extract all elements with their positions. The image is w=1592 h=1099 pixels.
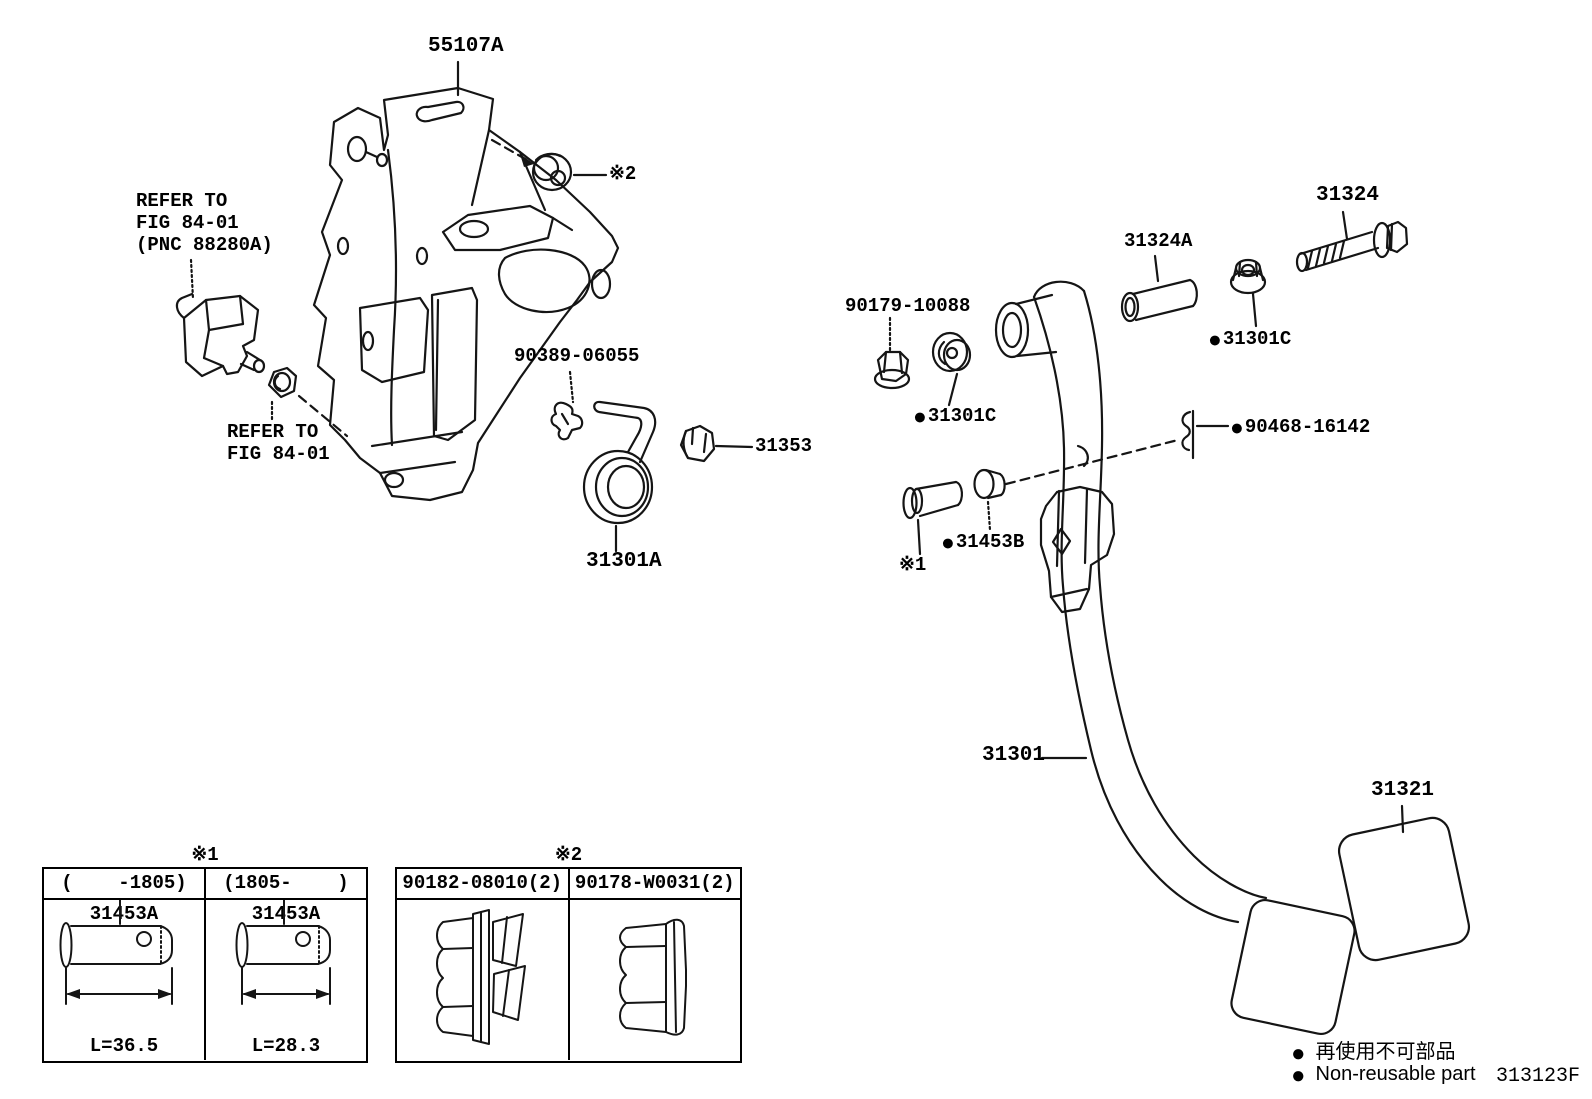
leader-31324: [1341, 210, 1349, 241]
label-31353: 31353: [755, 435, 813, 457]
dashed-pin-axis: [1004, 438, 1180, 486]
switch-drawing: [175, 292, 266, 378]
table-nut-cell-90182: [397, 900, 568, 1060]
legend-jp: ● 再使用不可部品: [1291, 1035, 1456, 1068]
nut-31301c-left-drawing: [931, 331, 972, 373]
label-31324: 31324: [1316, 184, 1380, 207]
lock-nut-washer-drawing: [436, 909, 526, 1045]
label-31324A: 31324A: [1124, 230, 1193, 252]
table-pin: ( -1805) (1805- ) 31453A: [42, 867, 368, 1063]
table-pin-col2-header: (1805- ): [204, 869, 366, 898]
leader-31353: [714, 444, 754, 449]
bolt-drawing: [1295, 220, 1409, 273]
table-pin-title: ※1: [191, 844, 219, 866]
pin-length-early: L=36.5: [89, 1035, 159, 1057]
flange-nut-drawing: [618, 918, 687, 1036]
table-nut-col2-header: 90178-W0031(2): [567, 869, 741, 898]
clevis-pin-drawing: [902, 480, 963, 520]
label-55107A: 55107A: [428, 35, 504, 58]
non-reusable-icon: ●: [913, 405, 927, 431]
nut-refer-drawing: [267, 366, 298, 399]
label-31301C-left: ●31301C: [913, 405, 997, 431]
clip-drawing: [550, 401, 584, 441]
pad-31321-drawing: [1337, 816, 1471, 962]
non-reusable-icon: ●: [1230, 416, 1244, 442]
pedal-drawing: [994, 280, 1356, 1036]
table-nut-title: ※2: [554, 844, 583, 866]
dashed-nut-to-bracket: [297, 394, 349, 438]
nut-31353-drawing: [679, 424, 716, 463]
nut-31301c-right-drawing: [1229, 258, 1267, 295]
bracket-drawing: [312, 86, 620, 502]
clevis-pin-short-drawing: [235, 900, 331, 1005]
nut-90179-drawing: [873, 350, 911, 390]
non-reusable-icon: ●: [1208, 328, 1222, 354]
table-pin-cell-early: 31453A L=36.5: [44, 900, 204, 1060]
label-31453B: ●31453B: [941, 531, 1025, 557]
spring-drawing: [582, 400, 657, 525]
nut-star2-drawing: [531, 152, 573, 192]
leader-31301c-right: [1251, 292, 1258, 328]
label-star1-callout: ※1: [899, 554, 927, 576]
table-pin-cell-late: 31453A L=28.3: [204, 900, 366, 1060]
leader-refer-switch: [189, 258, 195, 301]
label-90179-10088: 90179-10088: [845, 295, 971, 317]
table-nut-header: 90182-08010(2) 90178-W0031(2): [397, 869, 740, 900]
label-refer-nut: REFER TO FIG 84-01: [227, 421, 330, 465]
table-pin-col1-header: ( -1805): [61, 872, 187, 894]
leader-31321: [1400, 804, 1405, 834]
label-90468-16142: ●90468-16142: [1230, 416, 1371, 442]
figure-code: 313123F: [1496, 1065, 1581, 1088]
label-refer-switch: REFER TO FIG 84-01 (PNC 88280A): [136, 190, 273, 256]
pin-length-late: L=28.3: [251, 1035, 321, 1057]
leader-clip: [568, 370, 575, 404]
arrowhead: [520, 154, 534, 167]
label-31301C-right: ●31301C: [1208, 328, 1292, 354]
leader-31453b: [986, 500, 992, 532]
non-reusable-icon: ●: [1291, 1062, 1306, 1089]
leader-star1: [916, 518, 922, 556]
label-31301: 31301: [982, 744, 1046, 767]
label-31301A: 31301A: [586, 550, 662, 573]
leader-31301c-left: [947, 372, 959, 407]
clevis-pin-long-drawing: [59, 900, 173, 1005]
label-31453A: 31453A: [251, 903, 321, 925]
cotter-pin-drawing: [1181, 409, 1195, 460]
table-nut-cell-90178: [567, 900, 741, 1060]
non-reusable-icon: ●: [1291, 1040, 1306, 1067]
table-pin-header: ( -1805) (1805- ): [44, 869, 366, 900]
label-31321: 31321: [1371, 779, 1435, 802]
label-star2-callout: ※2: [609, 163, 637, 185]
legend-en: ● Non-reusable part: [1291, 1062, 1476, 1090]
label-31453A: 31453A: [89, 903, 159, 925]
legend-jp-text: 再使用不可部品: [1315, 1041, 1456, 1063]
table-nut-col1-header: 90182-08010(2): [402, 872, 563, 894]
bushing-drawing: [1120, 278, 1198, 323]
leader-31324a: [1153, 254, 1160, 283]
legend-en-text: Non-reusable part: [1315, 1063, 1476, 1085]
table-nut: 90182-08010(2) 90178-W0031(2): [395, 867, 742, 1063]
plug-drawing: [973, 468, 1006, 500]
non-reusable-icon: ●: [941, 531, 955, 557]
label-90389-06055: 90389-06055: [514, 345, 640, 367]
